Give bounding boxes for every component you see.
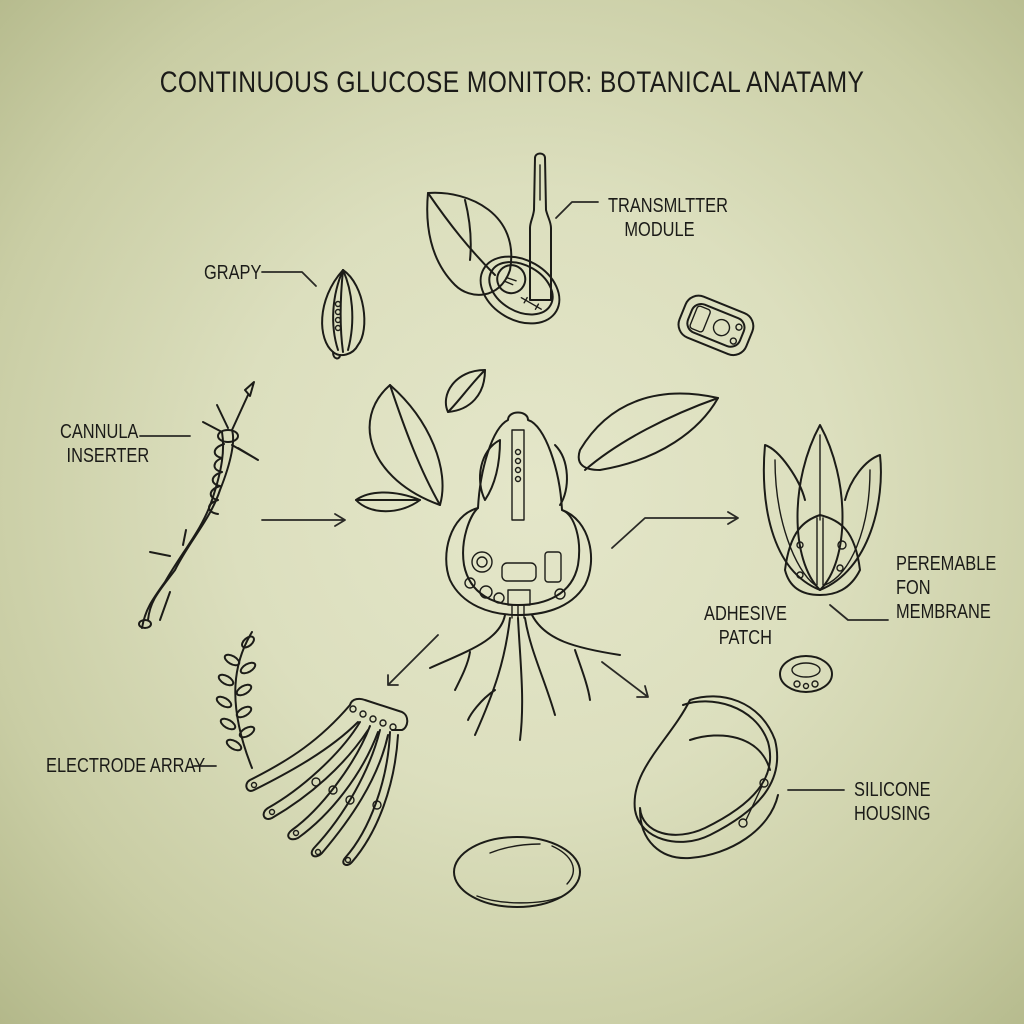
label-cannula-inserter: CANNULA INSERTER <box>60 420 149 468</box>
label-line: ADHESIVE <box>704 603 787 625</box>
label-line: MODULE <box>624 219 695 241</box>
diagram-title: CONTINUOUS GLUCOSE MONITOR: BOTANICAL AN… <box>159 66 865 99</box>
label-line: TRANSMLTTER <box>608 195 728 217</box>
tulip-sensor-illustration <box>762 424 889 621</box>
label-line: SILICONE <box>854 779 931 801</box>
label-grapy: GRAPY <box>204 261 261 285</box>
electrode-array-illustration <box>245 697 409 866</box>
pod-illustration <box>261 269 366 360</box>
label-line: PEREMABLE <box>896 553 997 575</box>
fern-sprig-illustration <box>193 631 257 769</box>
label-line: GRAPY <box>204 262 262 284</box>
label-line: CANNULA <box>60 421 139 443</box>
label-line: FON <box>896 577 931 599</box>
label-line: HOUSING <box>854 803 931 825</box>
transmitter-module-illustration <box>426 152 599 325</box>
label-line: MEMBRANE <box>896 601 991 623</box>
adhesive-patch-illustration <box>779 655 833 693</box>
label-electrode-array: ELECTRODE ARRAY <box>46 754 205 778</box>
label-line: ELECTRODE ARRAY <box>46 755 206 777</box>
label-permeable-membrane: PEREMABLE FON MEMBRANE <box>896 552 996 624</box>
label-adhesive-patch: ADHESIVE PATCH <box>704 602 787 650</box>
oval-disc-illustration <box>453 836 581 908</box>
cannula-inserter-illustration <box>138 381 259 629</box>
silicone-housing-illustration <box>633 695 845 860</box>
device-module-illustration <box>677 294 755 357</box>
label-silicone-housing: SILICONE HOUSING <box>854 778 931 826</box>
central-bulb-illustration <box>261 369 739 741</box>
label-line: INSERTER <box>66 445 150 467</box>
label-transmitter-module: TRANSMLTTER MODULE <box>608 194 728 242</box>
label-line: PATCH <box>718 627 772 649</box>
